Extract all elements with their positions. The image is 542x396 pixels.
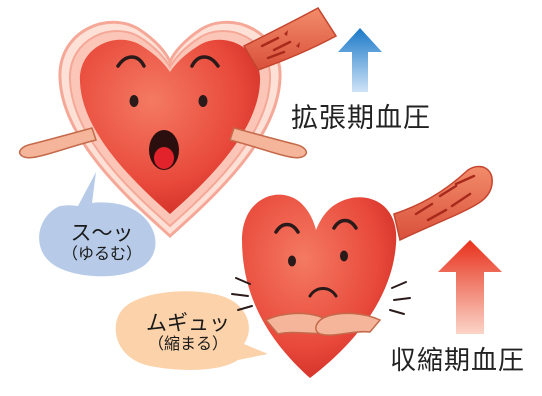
speech-bubble-relax	[39, 172, 156, 277]
bubble-relax-text: ス〜ッ （ゆるむ）	[56, 221, 148, 264]
bubble-squeeze-text: ムギュッ （縮まる）	[128, 311, 248, 354]
arrow-up-blue	[338, 28, 382, 92]
blood-vessel-constricted	[393, 165, 493, 242]
arrow-up-red	[438, 240, 502, 334]
systolic-pressure-label: 収縮期血圧	[390, 346, 526, 376]
diastolic-pressure-label: 拡張期血圧	[291, 103, 431, 134]
bubble-squeeze-main: ムギュッ	[146, 311, 230, 335]
blood-vessel-dilated	[242, 7, 338, 71]
bubble-relax-main: ス〜ッ	[70, 221, 134, 245]
speech-bubble-squeeze	[115, 291, 268, 370]
bubble-squeeze-sub: （縮まる）	[147, 334, 228, 354]
heart-diastole	[18, 20, 308, 239]
heart-systole	[231, 194, 411, 378]
bubble-relax-sub: （ゆるむ）	[61, 244, 142, 264]
